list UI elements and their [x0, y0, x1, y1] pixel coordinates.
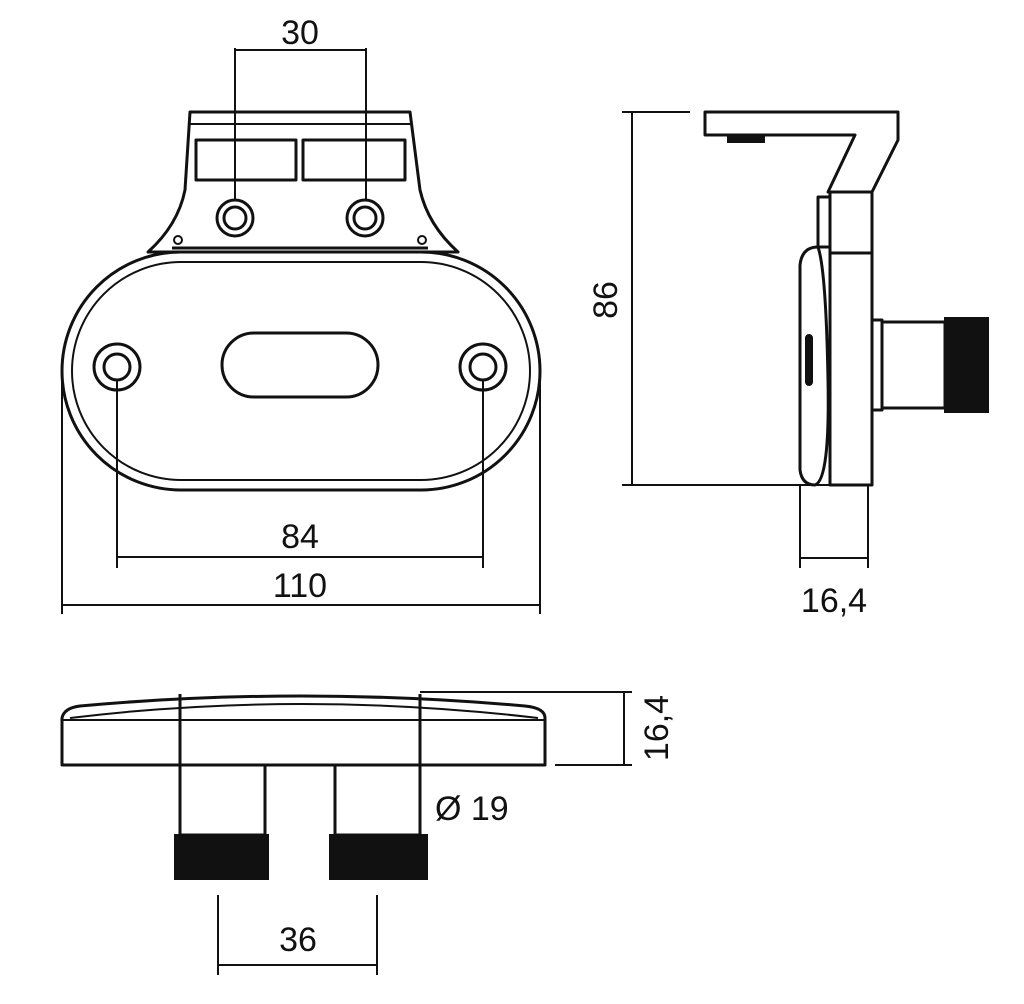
pipe-left	[178, 763, 267, 837]
pipe-right-thread	[329, 834, 428, 880]
bracket-window-left	[194, 138, 298, 182]
bracket-pad	[727, 135, 765, 143]
dimension-110: 110	[61, 372, 541, 614]
side-pipe	[880, 320, 947, 410]
side-pipe-thread	[944, 317, 989, 413]
side-bracket	[703, 110, 900, 194]
bottom-view: 16,4 Ø 19 36	[60, 691, 676, 975]
dim-label-diameter-19: Ø 19	[435, 790, 509, 828]
bracket-hole-left-inner	[222, 205, 248, 231]
rivet-left	[173, 235, 183, 245]
front-view: 30 84 110	[60, 14, 542, 614]
lamp-body-oval	[60, 250, 542, 492]
lens-oval	[71, 261, 531, 481]
side-strip	[816, 195, 832, 249]
pipe-right	[333, 763, 422, 837]
side-body	[828, 190, 874, 487]
side-lens	[798, 245, 830, 487]
bracket-hole-left	[215, 198, 255, 238]
bottom-lens-curve	[69, 703, 539, 719]
dim-label-30: 30	[281, 14, 319, 52]
dimension-84: 84	[116, 380, 484, 568]
dimension-16-4-side: 16,4	[799, 485, 869, 620]
dimension-36: 36	[217, 895, 378, 975]
rivet-right	[417, 235, 427, 245]
dimension-16-4-bottom: 16,4	[420, 691, 676, 766]
side-view: 86 16,4	[587, 110, 989, 620]
bracket-hole-right-inner	[352, 205, 378, 231]
mount-hole-right-inner	[468, 352, 498, 382]
bracket-hole-right	[345, 198, 385, 238]
dim-label-86: 86	[587, 281, 625, 319]
bracket-window-right	[301, 138, 407, 182]
dim-label-36: 36	[279, 921, 317, 959]
dim-label-110: 110	[273, 567, 327, 605]
mounting-bracket-outline	[146, 110, 460, 254]
dimension-86: 86	[587, 111, 870, 486]
dim-label-16-4-side: 16,4	[801, 582, 867, 620]
lens-slot	[220, 331, 380, 399]
mount-hole-left-inner	[102, 352, 132, 382]
pipe-left-thread	[174, 834, 269, 880]
bottom-body	[60, 694, 547, 767]
lens-slot-side	[805, 334, 813, 386]
dimension-30: 30	[234, 14, 367, 200]
dim-label-84: 84	[281, 518, 319, 556]
dim-label-16-4-bottom: 16,4	[638, 695, 676, 761]
